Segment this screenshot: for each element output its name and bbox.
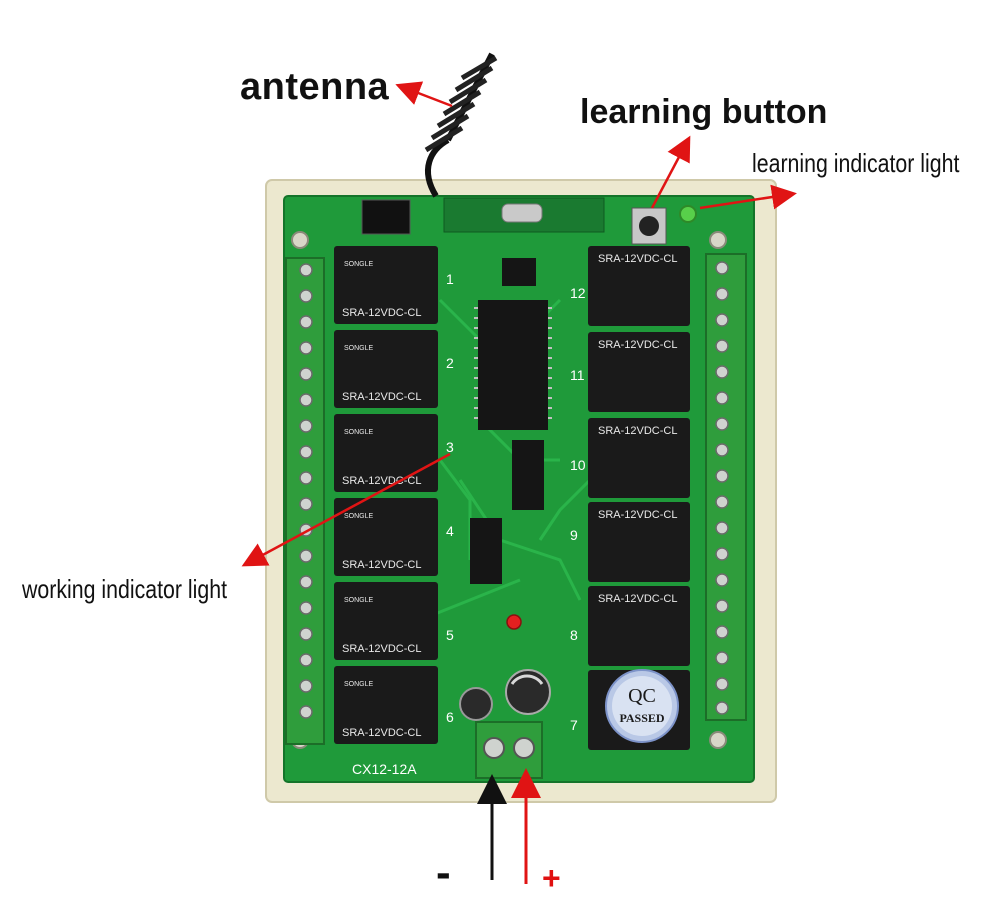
svg-text:3: 3: [446, 439, 454, 455]
callout-arrows: [241, 81, 797, 884]
minus-label: -: [436, 848, 451, 897]
svg-text:1: 1: [446, 271, 454, 287]
working-indicator-light-label: working indicator light: [22, 574, 228, 604]
capacitors: [459, 669, 551, 721]
svg-text:6: 6: [446, 709, 454, 725]
relay-12: [588, 246, 690, 326]
relay-1-model-text: SRA-12VDC-CL: [342, 307, 421, 319]
relay-9: [588, 502, 690, 582]
left-relay-column: SRA-12VDC-CL SRA-12VDC-CL SRA-12VDC-CL S…: [334, 246, 438, 744]
relay-4-model-text: SRA-12VDC-CL: [342, 559, 421, 571]
relay-11: [588, 332, 690, 412]
working-led-arrow: [241, 452, 451, 567]
learning-indicator-light-label: learning indicator light: [752, 148, 960, 178]
relay-9-model-text: SRA-12VDC-CL: [598, 509, 677, 521]
passed-text: PASSED: [619, 711, 664, 725]
svg-text:10: 10: [570, 457, 586, 473]
relay-4: SRA-12VDC-CL: [334, 498, 438, 576]
qc-passed-sticker: QC PASSED: [605, 669, 679, 743]
relay-6-brand: SONGLE: [344, 681, 374, 688]
relay-2: SRA-12VDC-CL: [334, 330, 438, 408]
svg-text:7: 7: [570, 717, 578, 733]
left-terminal-block: [285, 257, 325, 745]
relay-1: SRA-12VDC-CL: [334, 246, 438, 324]
right-terminal-block: [705, 253, 747, 721]
integrated-circuits: [470, 258, 548, 584]
qc-text: QC: [628, 685, 656, 707]
channel-numbers-left: 1 2 3 4 5 6: [446, 271, 454, 725]
svg-text:2: 2: [446, 355, 454, 371]
crystal: [501, 203, 543, 223]
svg-text:4: 4: [446, 523, 454, 539]
channel-numbers-right: 12 11 10 9 8 7: [570, 285, 586, 733]
power-terminal: [475, 721, 543, 779]
relay-10: [588, 418, 690, 498]
learning-button-label: learning button: [580, 93, 828, 131]
relay-3-model-text: SRA-12VDC-CL: [342, 475, 421, 487]
ic-pins: [474, 307, 552, 419]
relay-10-model-text: SRA-12VDC-CL: [598, 425, 677, 437]
learning-button-arrow: [650, 135, 691, 209]
relay-12-model-text: SRA-12VDC-CL: [598, 253, 677, 265]
learning-button[interactable]: [631, 207, 667, 245]
relay-11-model-text: SRA-12VDC-CL: [598, 339, 677, 351]
relay-2-model-text: SRA-12VDC-CL: [342, 391, 421, 403]
relay-6-model-text: SRA-12VDC-CL: [342, 727, 421, 739]
relay-1-brand: SONGLE: [344, 261, 374, 268]
relay-5-brand: SONGLE: [344, 597, 374, 604]
learning-led-arrow: [699, 184, 797, 210]
working-indicator-led: [506, 614, 522, 630]
svg-text:9: 9: [570, 527, 578, 543]
antenna-arrow: [395, 81, 453, 108]
relay-4-brand: SONGLE: [344, 513, 374, 520]
svg-text:8: 8: [570, 627, 578, 643]
relay-6: SRA-12VDC-CL: [334, 666, 438, 744]
svg-text:11: 11: [570, 367, 585, 383]
relay-5-model-text: SRA-12VDC-CL: [342, 643, 421, 655]
header-pins: [361, 199, 411, 235]
antenna-coil-turns: [424, 55, 498, 153]
svg-text:5: 5: [446, 627, 454, 643]
relay-3-brand: SONGLE: [344, 429, 374, 436]
relay-5: SRA-12VDC-CL: [334, 582, 438, 660]
learning-indicator-led: [679, 205, 697, 223]
antenna-label: antenna: [240, 66, 390, 108]
plus-label: +: [542, 860, 561, 896]
relay-8: [588, 586, 690, 666]
svg-text:12: 12: [570, 285, 586, 301]
board-model-text: CX12-12A: [352, 761, 417, 777]
relay-3: SRA-12VDC-CL: [334, 414, 438, 492]
relay-8-model-text: SRA-12VDC-CL: [598, 593, 677, 605]
relay-2-brand: SONGLE: [344, 345, 374, 352]
right-relay-column: SRA-12VDC-CL SRA-12VDC-CL SRA-12VDC-CL S…: [588, 246, 690, 750]
